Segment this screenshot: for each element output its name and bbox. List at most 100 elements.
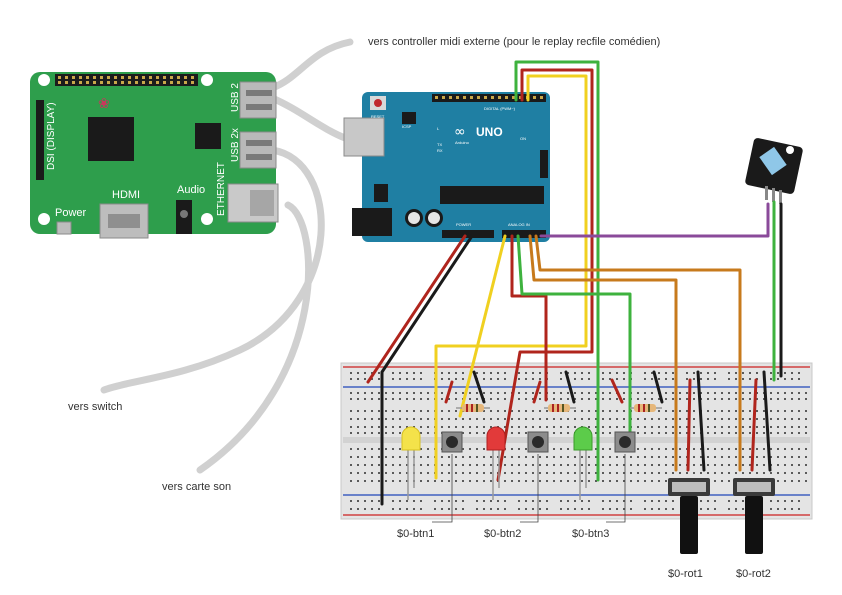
icsp-label: ICSP bbox=[402, 124, 412, 129]
breadboard-hole bbox=[518, 472, 520, 474]
gpio-pin bbox=[170, 81, 173, 84]
arduino-power-jack[interactable] bbox=[352, 208, 392, 236]
breadboard-hole bbox=[525, 410, 527, 412]
breadboard-hole bbox=[623, 500, 625, 502]
breadboard-hole bbox=[525, 378, 527, 380]
breadboard-hole bbox=[644, 418, 646, 420]
breadboard-hole bbox=[441, 480, 443, 482]
breadboard-hole bbox=[392, 392, 394, 394]
breadboard-hole bbox=[476, 456, 478, 458]
digital-header bbox=[432, 94, 546, 102]
breadboard-hole bbox=[777, 480, 779, 482]
breadboard-hole bbox=[693, 426, 695, 428]
breadboard-hole bbox=[693, 378, 695, 380]
breadboard-hole bbox=[588, 378, 590, 380]
tx-label: TX bbox=[437, 142, 442, 147]
breadboard-hole bbox=[742, 392, 744, 394]
breadboard-hole bbox=[448, 426, 450, 428]
breadboard-hole bbox=[371, 410, 373, 412]
breadboard-hole bbox=[504, 508, 506, 510]
breadboard-hole bbox=[693, 372, 695, 374]
breadboard-hole bbox=[637, 480, 639, 482]
breadboard-hole bbox=[742, 426, 744, 428]
breadboard-hole bbox=[364, 508, 366, 510]
gpio-pin bbox=[135, 76, 138, 79]
breadboard-hole bbox=[357, 378, 359, 380]
breadboard-hole bbox=[378, 426, 380, 428]
breadboard-hole bbox=[728, 472, 730, 474]
breadboard-hole bbox=[777, 392, 779, 394]
breadboard-hole bbox=[805, 410, 807, 412]
breadboard-hole bbox=[497, 456, 499, 458]
breadboard-hole bbox=[581, 398, 583, 400]
power-port[interactable] bbox=[56, 221, 72, 235]
breadboard-hole bbox=[672, 448, 674, 450]
arduino-usb-port[interactable] bbox=[343, 117, 385, 157]
breadboard-hole bbox=[539, 508, 541, 510]
breadboard-hole bbox=[609, 392, 611, 394]
breadboard-hole bbox=[490, 480, 492, 482]
breadboard-hole bbox=[476, 398, 478, 400]
usb-port-bottom[interactable] bbox=[239, 131, 277, 169]
breadboard-hole bbox=[413, 508, 415, 510]
breadboard-hole bbox=[406, 372, 408, 374]
breadboard-hole bbox=[518, 426, 520, 428]
breadboard-hole bbox=[714, 472, 716, 474]
wire-red-jumper bbox=[610, 378, 624, 404]
breadboard-hole bbox=[441, 392, 443, 394]
breadboard-hole bbox=[770, 472, 772, 474]
gpio-pin bbox=[149, 76, 152, 79]
gpio-pin bbox=[72, 81, 75, 84]
breadboard-hole bbox=[392, 448, 394, 450]
usb-port-top[interactable] bbox=[239, 81, 277, 119]
breadboard-hole bbox=[609, 500, 611, 502]
hdmi-label: HDMI bbox=[112, 189, 140, 201]
breadboard-hole bbox=[616, 398, 618, 400]
breadboard-hole bbox=[770, 398, 772, 400]
potentiometer-2[interactable] bbox=[733, 478, 775, 554]
reset-button-cap bbox=[374, 99, 382, 107]
usb-top-label: USB 2 bbox=[230, 83, 241, 112]
breadboard-hole bbox=[469, 426, 471, 428]
breadboard-hole bbox=[784, 472, 786, 474]
breadboard-hole bbox=[651, 432, 653, 434]
breadboard-hole bbox=[455, 378, 457, 380]
breadboard-hole bbox=[588, 392, 590, 394]
breadboard-hole bbox=[504, 378, 506, 380]
breadboard-hole bbox=[483, 464, 485, 466]
breadboard-hole bbox=[749, 398, 751, 400]
push-button-3[interactable] bbox=[614, 431, 636, 453]
breadboard-hole bbox=[392, 378, 394, 380]
breadboard-hole bbox=[588, 500, 590, 502]
breadboard-hole bbox=[728, 480, 730, 482]
push-button-2[interactable] bbox=[527, 431, 549, 453]
breadboard-hole bbox=[651, 464, 653, 466]
breadboard-hole bbox=[644, 432, 646, 434]
breadboard-hole bbox=[602, 448, 604, 450]
breadboard-hole bbox=[770, 418, 772, 420]
breadboard-hole bbox=[532, 456, 534, 458]
breadboard-hole bbox=[378, 410, 380, 412]
breadboard-hole bbox=[595, 464, 597, 466]
mount-hole bbox=[38, 213, 50, 225]
breadboard-hole bbox=[406, 378, 408, 380]
breadboard-hole bbox=[420, 480, 422, 482]
sound-card-cable bbox=[196, 201, 313, 474]
breadboard-hole bbox=[574, 480, 576, 482]
gpio-pin bbox=[163, 76, 166, 79]
breadboard-hole bbox=[714, 372, 716, 374]
gpio-pin bbox=[107, 81, 110, 84]
breadboard-hole bbox=[749, 464, 751, 466]
breadboard-hole bbox=[686, 372, 688, 374]
potentiometer-1[interactable] bbox=[668, 478, 710, 554]
breadboard-hole bbox=[504, 418, 506, 420]
breadboard-hole bbox=[392, 472, 394, 474]
arduino-brand: Arduino bbox=[455, 140, 470, 145]
breadboard-hole bbox=[490, 464, 492, 466]
capacitor-top bbox=[428, 212, 440, 224]
breadboard-hole bbox=[665, 426, 667, 428]
breadboard-hole bbox=[616, 378, 618, 380]
wire-black-jumper bbox=[564, 370, 576, 404]
breadboard-hole bbox=[406, 464, 408, 466]
push-button-1[interactable] bbox=[441, 431, 463, 453]
